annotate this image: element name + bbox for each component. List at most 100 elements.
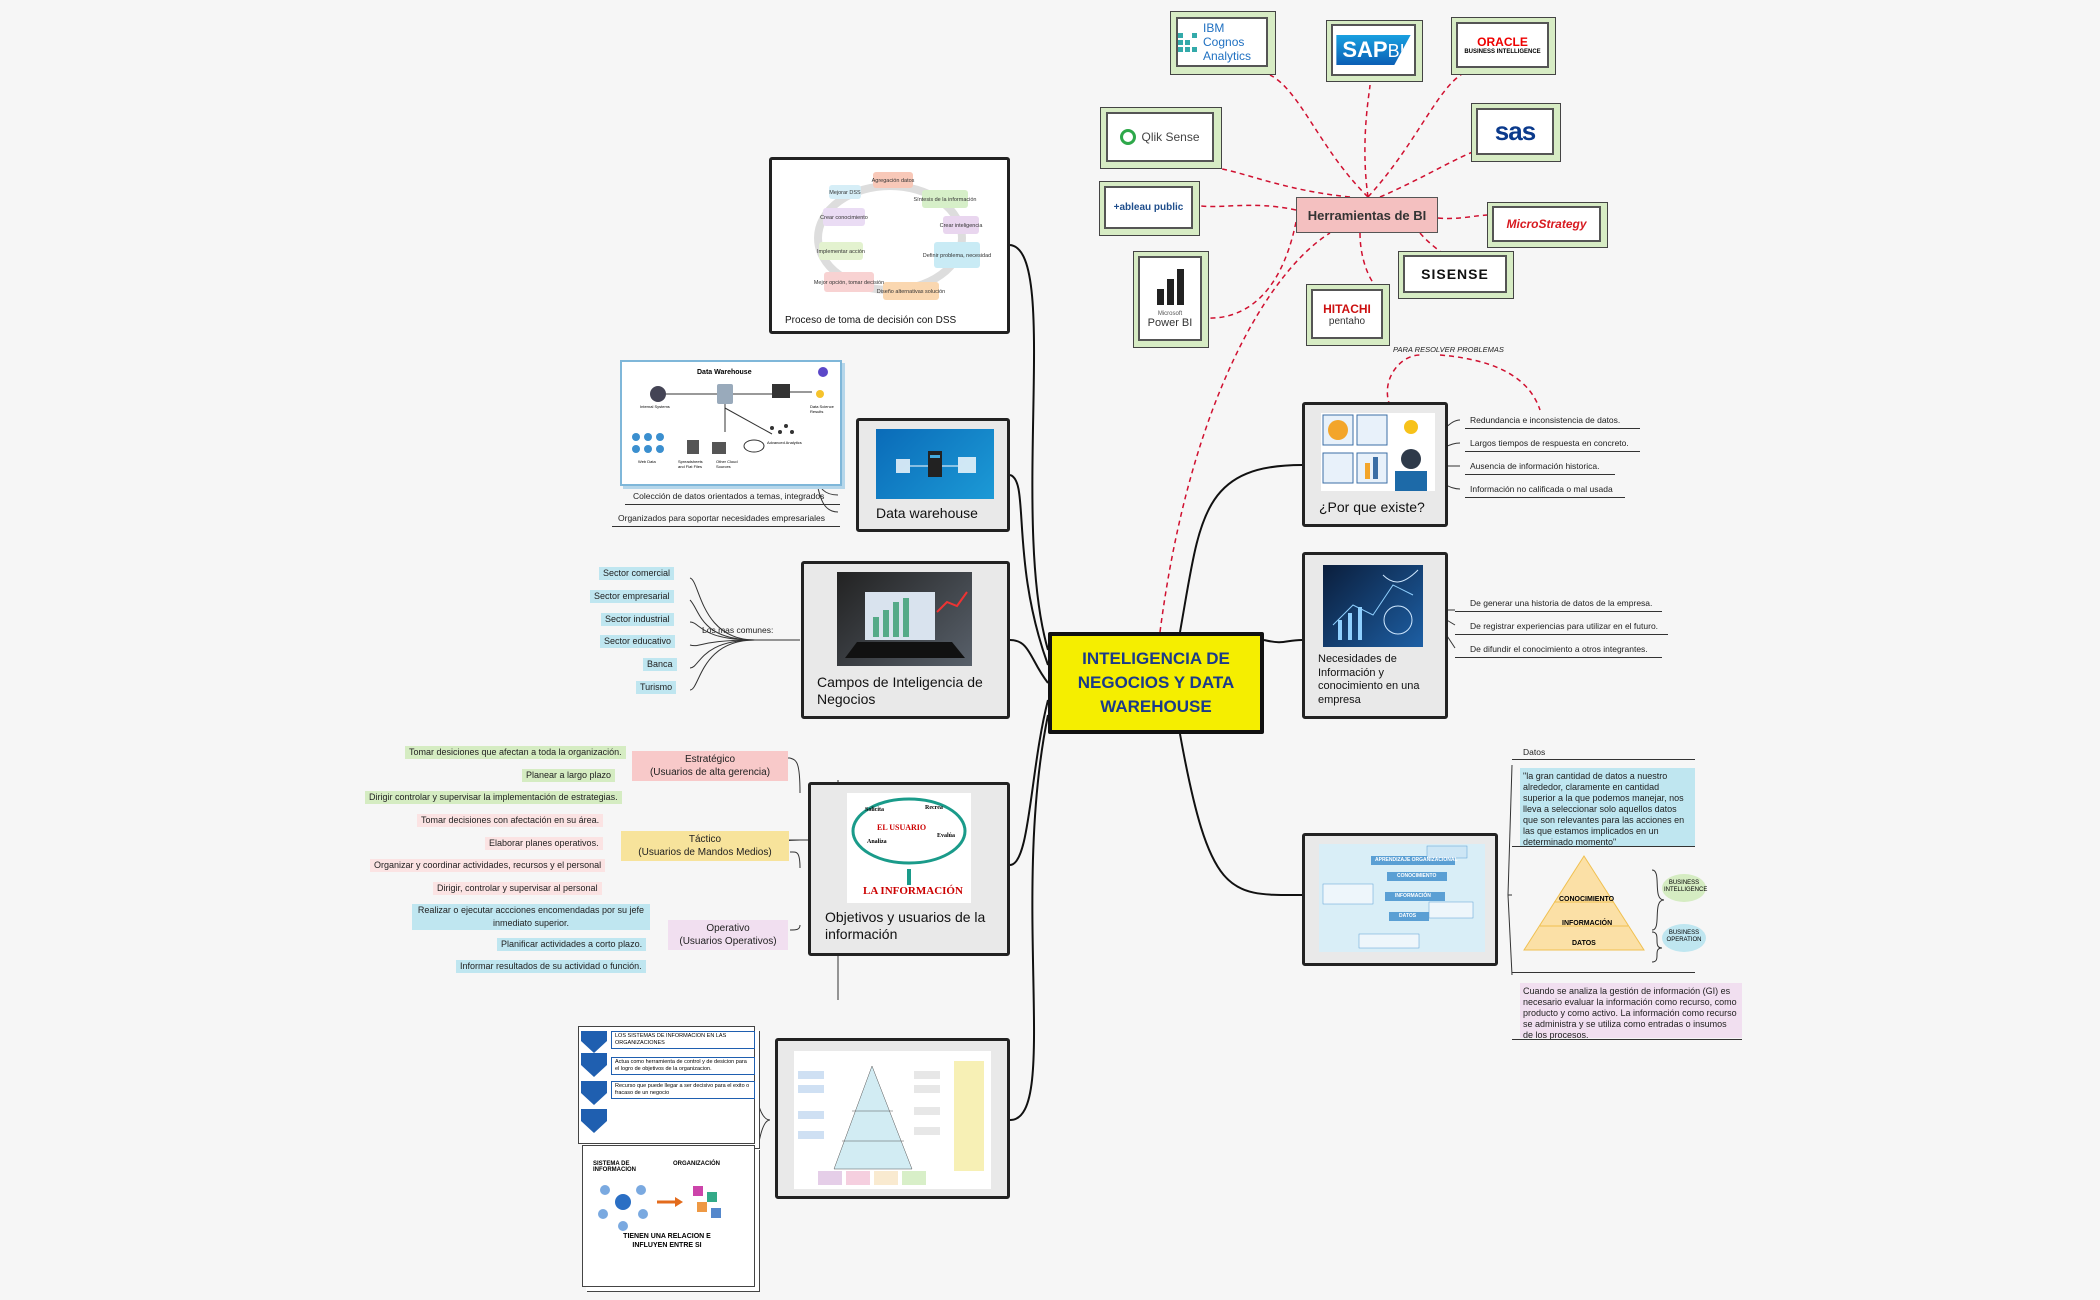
logo-qlik[interactable]: Qlik Sense — [1106, 112, 1214, 162]
sector-industrial: Sector industrial — [601, 613, 674, 626]
necesidades-leaf-1-line — [1455, 611, 1662, 612]
data-hand-icon — [1332, 569, 1419, 640]
por-que-leaf-1-line — [1465, 428, 1640, 429]
microstrategy-text: MicroStrategy — [1506, 217, 1587, 231]
topic-objetivos[interactable]: EL USUARIO Solicita Recrea Evalúa Analiz… — [808, 782, 1010, 956]
topic-por-que[interactable]: ¿Por que existe? — [1302, 402, 1448, 527]
logo-microstrategy[interactable]: MicroStrategy — [1492, 206, 1601, 242]
sistemas-card-1: LOS SISTEMAS DE INFORMACION EN LAS ORGAN… — [578, 1026, 755, 1144]
hitachi-text: HITACHI — [1323, 301, 1371, 316]
pyramid-line — [1512, 972, 1695, 973]
por-que-leaf-2-line — [1465, 451, 1640, 452]
user-cycle-icon — [851, 797, 967, 885]
pyramid-conocimiento: CONOCIMIENTO — [1559, 896, 1615, 903]
objetivos-title: Objetivos y usuarios de la información — [825, 909, 986, 942]
dw-label-analytics: Advanced Analytics — [767, 440, 802, 445]
pyramid-icon — [1523, 855, 1706, 963]
nivel-operativo: Operativo (Usuarios Operativos) — [668, 920, 788, 950]
sap-text: SAP — [1342, 37, 1388, 62]
dw-label-internal: Internal Systems — [640, 404, 670, 409]
sas-text: sas — [1494, 116, 1536, 146]
dw-label-spreadsheets: Spreadsheets and Flat Files — [678, 459, 703, 469]
logo-oracle[interactable]: ORACLE BUSINESS INTELLIGENCE — [1456, 22, 1549, 68]
sector-comercial: Sector comercial — [599, 567, 675, 580]
sector-educativo: Sector educativo — [600, 635, 676, 648]
dw-diagram-card: Data Warehouse Internal Systems Web Data… — [620, 360, 842, 486]
por-que-leaf-1: Redundancia e inconsistencia de datos. — [1470, 415, 1621, 425]
campos-connector-label: Los mas comunes: — [702, 625, 774, 635]
dss-step-3: Crear inteligencia — [940, 223, 984, 229]
org-pyramid-icon — [798, 1061, 984, 1185]
topic-datos[interactable]: APRENDIZAJE ORGANIZACIONAL CONOCIMIENTO … — [1302, 833, 1498, 966]
logo-sap[interactable]: SAPBI — [1331, 24, 1416, 76]
usuario-info-image: EL USUARIO Solicita Recrea Evalúa Analiz… — [847, 793, 971, 903]
pyramid-levels-image — [794, 1051, 991, 1189]
usuario-bottom: LA INFORMACIÓN — [863, 885, 963, 897]
logo-tableau[interactable]: +ableau public — [1104, 186, 1193, 229]
herramientas-bi-node[interactable]: Herramientas de BI — [1296, 197, 1438, 233]
oracle-subtext: BUSINESS INTELLIGENCE — [1464, 49, 1541, 55]
business-intelligence-label: BUSINESS INTELLIGENCE — [1664, 880, 1708, 893]
topic-necesidades[interactable]: Necesidades de Información y conocimient… — [1302, 552, 1448, 719]
dss-step-4: Definir problema, necesidad — [923, 253, 991, 259]
logo-sisense[interactable]: SISENSE — [1403, 255, 1507, 293]
dw-leaf-1: Colección de datos orientados a temas, i… — [633, 491, 825, 501]
topic-data-warehouse[interactable]: Data warehouse — [856, 418, 1010, 532]
dss-step-1: Agregación datos — [872, 178, 915, 184]
dss-cycle-image: Agregación datos Síntesis de la informac… — [785, 168, 996, 308]
sap-bi-text: BI — [1387, 41, 1405, 61]
logo-pentaho[interactable]: HITACHI pentaho — [1311, 289, 1383, 339]
card2-left-label: SISTEMA DE INFORMACION — [593, 1161, 636, 1173]
usuario-word-evalua: Evalúa — [937, 833, 956, 839]
network-icon — [598, 1185, 721, 1231]
ladder-image: APRENDIZAJE ORGANIZACIONAL CONOCIMIENTO … — [1319, 844, 1485, 952]
dss-step-7: Implementar acción — [817, 249, 865, 255]
datos-quote: "la gran cantidad de datos a nuestro alr… — [1520, 768, 1695, 847]
sistemas-card1-line-2: Actua como herramienta de control y de d… — [611, 1057, 755, 1075]
dss-step-9: Mejorar DSS — [829, 190, 861, 196]
dw-label-results: Data Science Results — [810, 404, 834, 414]
operativo-leaf-2: Planificar actividades a corto plazo. — [497, 938, 647, 951]
operativo-leaf-1: Realizar o ejecutar accciones encomendad… — [412, 904, 650, 930]
qlik-text: Qlik Sense — [1141, 130, 1200, 144]
topic-dss[interactable]: Agregación datos Síntesis de la informac… — [769, 157, 1010, 334]
logo-sas[interactable]: sas — [1476, 108, 1554, 155]
cognos-text-2: Analytics — [1203, 49, 1252, 63]
datos-label: Datos — [1523, 747, 1546, 757]
dw-leaf-2-line — [612, 526, 840, 527]
dw-leaf-2: Organizados para soportar necesidades em… — [618, 513, 825, 523]
datos-note: Cuando se analiza la gestión de informac… — [1520, 983, 1742, 1040]
central-topic[interactable]: INTELIGENCIA DE NEGOCIOS Y DATA WAREHOUS… — [1048, 632, 1264, 734]
ladder-level-4: DATOS — [1399, 913, 1417, 919]
necesidades-title: Necesidades de Información y conocimient… — [1318, 653, 1420, 706]
dss-step-8: Crear conocimiento — [820, 215, 868, 221]
estrategico-leaf-2: Planear a largo plazo — [522, 769, 616, 782]
dw-leaf-1-line — [625, 504, 840, 505]
dw-architecture-icon — [632, 367, 828, 454]
nivel-estrategico: Estratégico (Usuarios de alta gerencia) — [632, 751, 788, 781]
tableau-text: +ableau public — [1113, 202, 1184, 213]
por-que-connector: PARA RESOLVER PROBLEMAS — [1393, 345, 1504, 354]
estrategico-leaf-3: Dirigir controlar y supervisar la implem… — [365, 791, 622, 804]
necesidades-leaf-2-line — [1455, 634, 1668, 635]
dss-step-2: Síntesis de la información — [914, 197, 977, 203]
pyramid-graphic: CONOCIMIENTO INFORMACIÓN DATOS BUSINESS … — [1512, 850, 1712, 972]
topic-campos[interactable]: Campos de Inteligencia de Negocios — [801, 561, 1010, 719]
chevron-down-icon — [581, 1031, 607, 1133]
analyst-dashboard-icon — [1322, 414, 1427, 491]
ladder-level-2: CONOCIMIENTO — [1397, 873, 1437, 879]
cognos-icon — [1178, 32, 1197, 52]
powerbi-text-1: Microsoft — [1157, 310, 1183, 317]
por-que-leaf-4-line — [1465, 497, 1625, 498]
por-que-title: ¿Por que existe? — [1319, 499, 1425, 515]
dss-step-5: Diseño alternativas solución — [877, 289, 945, 295]
topic-sistemas[interactable] — [775, 1038, 1010, 1199]
logo-powerbi[interactable]: Microsoft Power BI — [1138, 256, 1202, 341]
necesidades-leaf-1: De generar una historia de datos de la e… — [1470, 598, 1653, 608]
datos-quote-line — [1512, 846, 1695, 847]
tactico-leaf-4: Dirigir, controlar y supervisar al perso… — [433, 882, 602, 895]
herramientas-label: Herramientas de BI — [1307, 207, 1427, 223]
card2-right-label: ORGANIZACIÓN — [673, 1161, 720, 1167]
server-icon — [896, 451, 976, 477]
